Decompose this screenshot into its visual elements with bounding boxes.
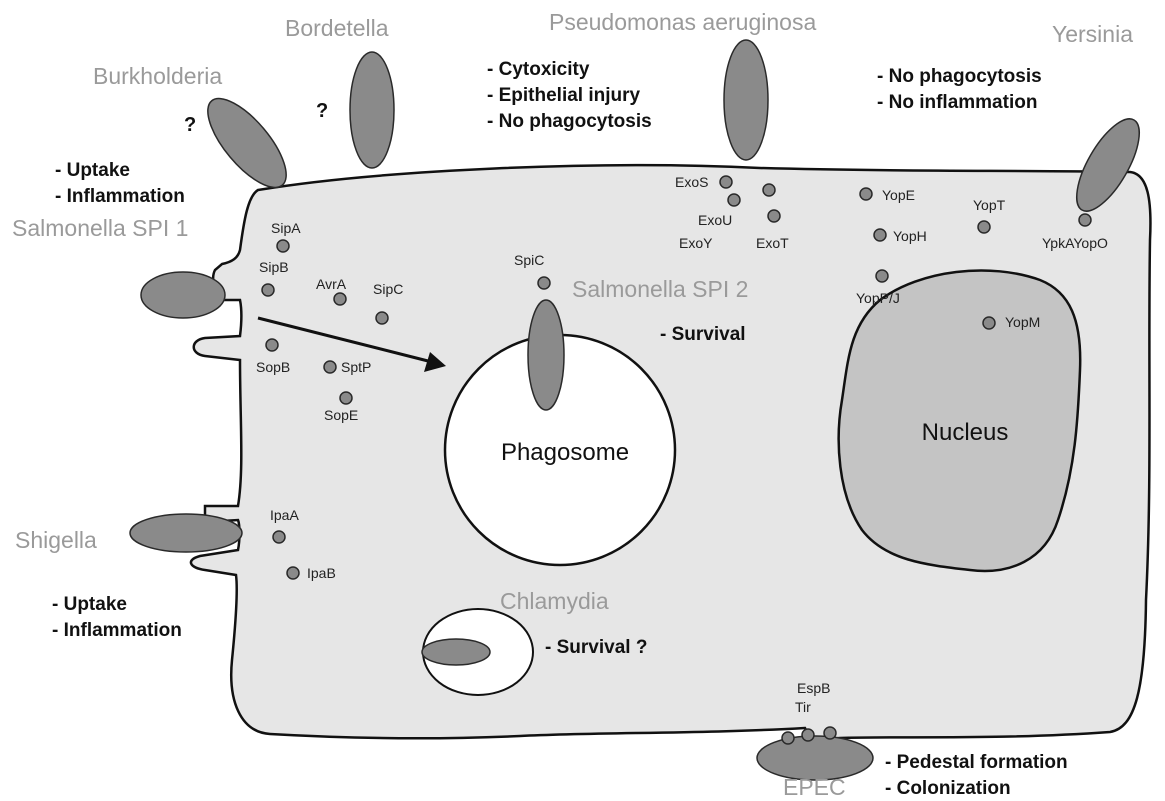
label-sipA: SipA xyxy=(271,220,301,236)
label-sipB: SipB xyxy=(259,259,289,275)
avrA-dot xyxy=(334,293,346,305)
sipA-dot xyxy=(277,240,289,252)
burkholderia-bacterium xyxy=(195,87,299,200)
effect-epec-1: - Pedestal formation xyxy=(885,752,1068,773)
label-yopT: YopT xyxy=(973,197,1006,213)
yopH-dot xyxy=(874,229,886,241)
effect-pseudomonas-1: - Cytoxicity xyxy=(487,59,590,80)
yopM-dot xyxy=(983,317,995,329)
label-chlamydia: Chlamydia xyxy=(500,588,609,614)
sipC-dot xyxy=(376,312,388,324)
effect-yersinia-2: - No inflammation xyxy=(877,92,1037,113)
sopE-dot xyxy=(340,392,352,404)
spiC-dot xyxy=(538,277,550,289)
exoT-dot xyxy=(768,210,780,222)
label-sopE: SopE xyxy=(324,407,358,423)
label-espB: EspB xyxy=(797,680,830,696)
salmonella-spi1-bacterium xyxy=(141,272,225,318)
label-exoS: ExoS xyxy=(675,174,708,190)
yopT-dot xyxy=(978,221,990,233)
bordetella-bacterium xyxy=(350,52,394,168)
label-ypkAYopO: YpkAYopO xyxy=(1042,235,1108,251)
sptP-dot xyxy=(324,361,336,373)
label-yopH: YopH xyxy=(893,228,927,244)
label-yopPJ: YopP/J xyxy=(856,290,900,306)
label-ipaA: IpaA xyxy=(270,507,299,523)
tir-dot-3 xyxy=(824,727,836,739)
tir-dot-2 xyxy=(802,729,814,741)
sopB-dot xyxy=(266,339,278,351)
label-sopB: SopB xyxy=(256,359,290,375)
effect-yersinia-1: - No phagocytosis xyxy=(877,66,1042,87)
effect-salmonella-spi2-1: - Survival xyxy=(660,324,746,345)
label-salmonella-spi1: Salmonella SPI 1 xyxy=(12,215,188,241)
exoS-dot xyxy=(720,176,732,188)
label-spiC: SpiC xyxy=(514,252,544,268)
effect-shigella-2: - Inflammation xyxy=(52,620,182,641)
ypkAYopO-dot xyxy=(1079,214,1091,226)
label-sptP: SptP xyxy=(341,359,371,375)
label-burkholderia: Burkholderia xyxy=(93,63,222,89)
phagosome-label: Phagosome xyxy=(501,439,629,466)
shigella-bacterium xyxy=(130,514,242,552)
yopE-dot xyxy=(860,188,872,200)
effect-chlamydia-1: - Survival ? xyxy=(545,637,647,658)
effect-salmonella-spi1-2: - Inflammation xyxy=(55,186,185,207)
exoU-dot xyxy=(728,194,740,206)
label-exoU: ExoU xyxy=(698,212,732,228)
label-sipC: SipC xyxy=(373,281,403,297)
question-mark-bordetella: ? xyxy=(316,100,328,122)
tir-dot-1 xyxy=(782,732,794,744)
label-tir: Tir xyxy=(795,699,811,715)
ipaA-dot xyxy=(273,531,285,543)
effect-shigella-1: - Uptake xyxy=(52,594,127,615)
nucleus-label: Nucleus xyxy=(922,419,1009,446)
yopPJ-dot xyxy=(876,270,888,282)
sipB-dot xyxy=(262,284,274,296)
label-salmonella-spi2: Salmonella SPI 2 xyxy=(572,276,748,302)
label-yopE: YopE xyxy=(882,187,915,203)
exoS-dot-2 xyxy=(763,184,775,196)
label-bordetella: Bordetella xyxy=(285,15,389,41)
label-shigella: Shigella xyxy=(15,527,97,553)
label-yersinia: Yersinia xyxy=(1052,21,1133,47)
pseudomonas-bacterium xyxy=(724,40,768,160)
label-exoY: ExoY xyxy=(679,235,713,251)
label-yopM: YopM xyxy=(1005,314,1040,330)
salmonella-spi2-bacterium xyxy=(528,300,564,410)
effect-epec-2: - Colonization xyxy=(885,778,1011,799)
label-exoT: ExoT xyxy=(756,235,789,251)
label-pseudomonas: Pseudomonas aeruginosa xyxy=(549,9,816,35)
chlamydia-bacterium xyxy=(422,639,490,665)
effect-pseudomonas-2: - Epithelial injury xyxy=(487,85,641,106)
label-epec: EPEC xyxy=(783,774,846,800)
effect-salmonella-spi1-1: - Uptake xyxy=(55,160,130,181)
effect-pseudomonas-3: - No phagocytosis xyxy=(487,111,652,132)
question-mark-burkholderia: ? xyxy=(184,114,196,136)
ipaB-dot xyxy=(287,567,299,579)
label-avrA: AvrA xyxy=(316,276,347,292)
label-ipaB: IpaB xyxy=(307,565,336,581)
